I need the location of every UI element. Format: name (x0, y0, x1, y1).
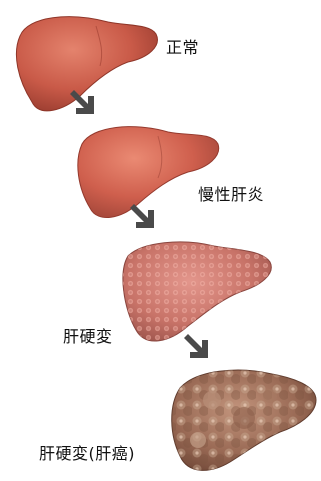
liver-cancer-image (172, 370, 316, 470)
liver-cirrhosis-image (123, 242, 271, 341)
arrow-down-right-icon (184, 334, 208, 358)
liver-normal-image (16, 17, 157, 111)
arrow-down-right-icon (130, 204, 154, 228)
stage-label-normal: 正常 (166, 39, 199, 57)
stage-label-cancer: 肝硬変(肝癌) (39, 445, 135, 463)
stage-label-hepatitis: 慢性肝炎 (198, 186, 264, 204)
stage-label-cirrhosis: 肝硬変 (63, 328, 113, 346)
